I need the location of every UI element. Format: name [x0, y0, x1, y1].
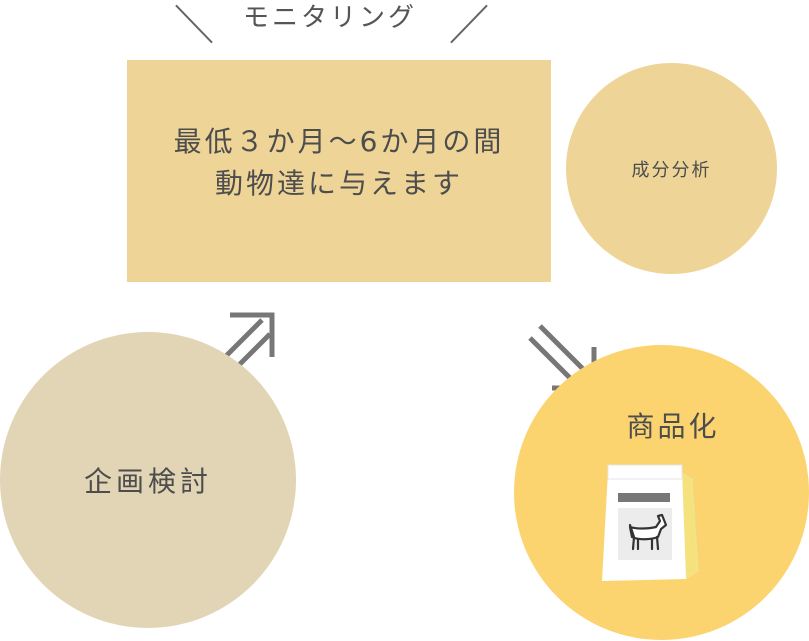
product-circle: 商品化	[514, 345, 809, 640]
monitoring-box-line-2: 動物達に与えます	[214, 167, 463, 200]
monitoring-box-line-1: 最低３か月～6か月の間	[173, 125, 505, 158]
planning-circle: 企画検討	[0, 332, 296, 628]
analysis-circle: 成分分析	[566, 63, 777, 274]
dog-food-bag-icon	[602, 464, 699, 581]
monitoring-title: モニタリング	[242, 3, 417, 33]
product-label: 商品化	[626, 410, 720, 443]
planning-label: 企画検討	[83, 465, 212, 498]
monitoring-box: 最低３か月～6か月の間 動物達に与えます	[127, 60, 551, 282]
analysis-label: 成分分析	[631, 159, 712, 181]
monitoring-box-text: 最低３か月～6か月の間 動物達に与えます	[174, 121, 505, 205]
